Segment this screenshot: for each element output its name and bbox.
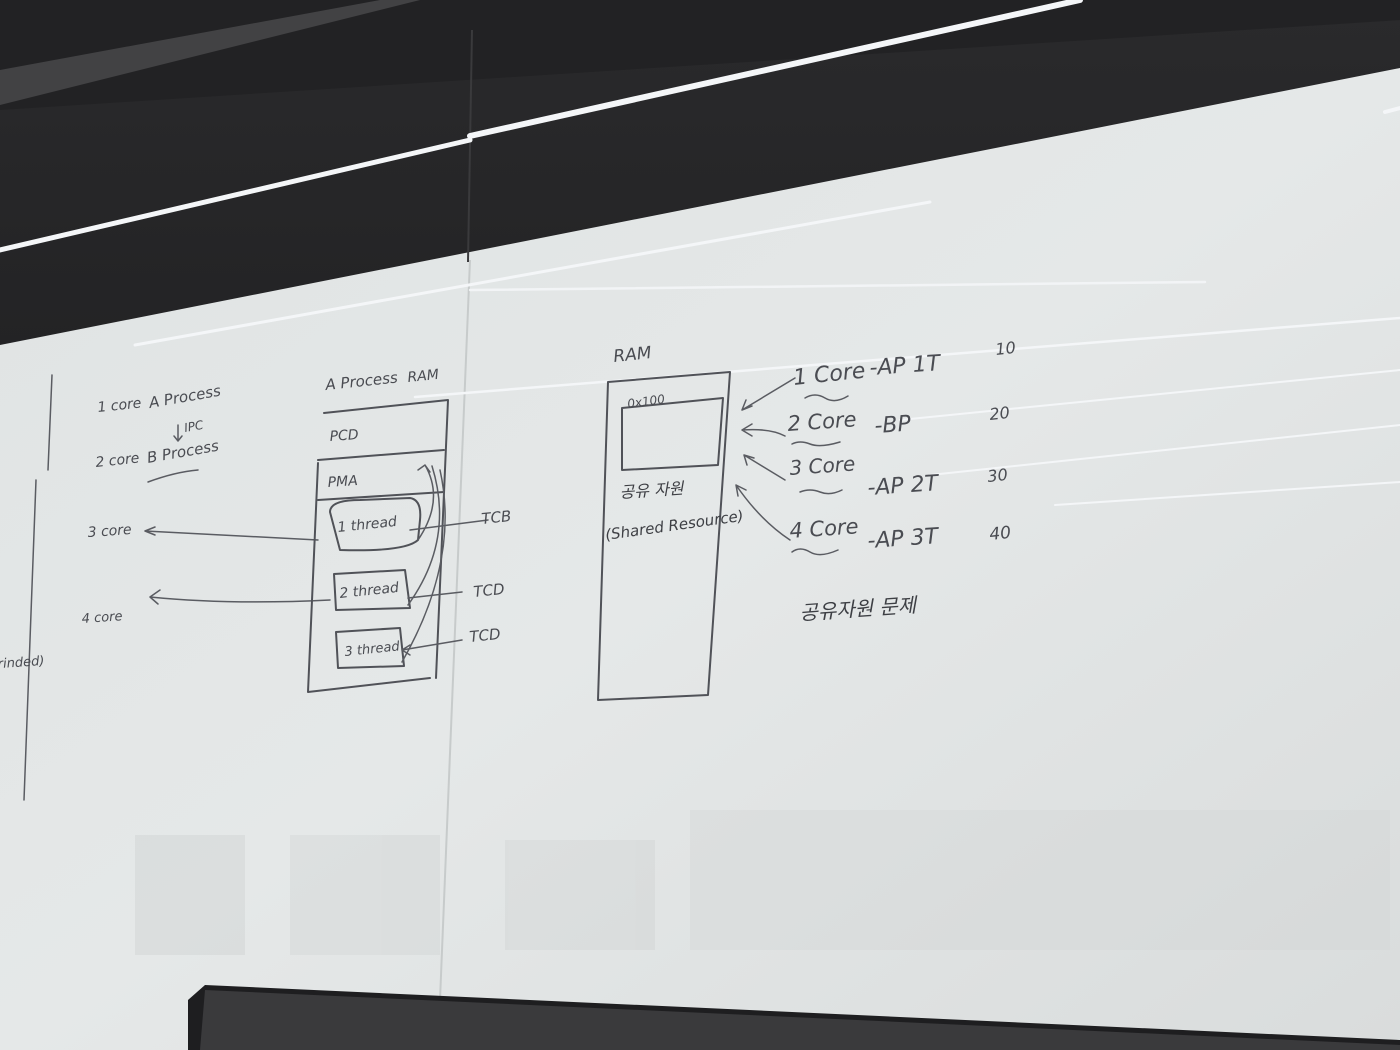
core1-task: -AP 1T [869,351,943,381]
core4-value: 40 [988,523,1012,545]
board-seam [439,259,471,1001]
core4-task: -AP 3T [867,524,941,554]
tcb1-label: TCB [481,507,513,528]
tcb2-label: TCD [473,580,506,601]
arrow-core3 [144,526,319,541]
label-core4: 4 core [81,609,123,627]
whiteboard-surface [0,68,1400,1050]
core3-label: 3 Core [789,451,856,480]
thread3-box [335,627,405,669]
label-ipc: IPC [183,418,205,435]
core2-value: 20 [988,403,1010,424]
light-reflections [0,0,1400,506]
ceiling-edge [0,0,420,105]
label-core3: 3 core [87,522,132,541]
thread3-label: 3 thread [344,639,401,660]
label-core2: 2 core [95,450,140,471]
core1-value: 10 [994,338,1016,359]
core2-task: -BP [874,411,913,439]
tcb3-label: TCD [469,625,502,646]
shared-resource-ko: 공유 자원 [619,478,685,502]
core4-label: 4 Core [789,514,860,543]
process-ram-label: RAM [407,367,440,386]
ram-title: RAM [612,343,652,367]
core2-label: 2 Core [787,407,858,436]
edge-fragment: rinded) [0,654,45,672]
ceiling-panel [0,0,1400,110]
label-core1: 1 core [97,395,142,416]
core3-task: -AP 2T [867,471,941,501]
pma-label: PMA [327,473,358,491]
core3-value: 30 [986,465,1008,486]
ram-address: 0x100 [626,392,666,411]
thread1-box [329,497,422,552]
arrow-core4 [149,589,331,605]
process-block: A Process RAM PCD PMA 1 thread 2 thread … [307,367,513,693]
room-reflection [135,810,1390,955]
thread2-box [333,569,411,611]
pcb-label: PCD [329,427,359,445]
thread2-label: 2 thread [339,580,400,602]
thread1-label: 1 thread [337,514,398,536]
